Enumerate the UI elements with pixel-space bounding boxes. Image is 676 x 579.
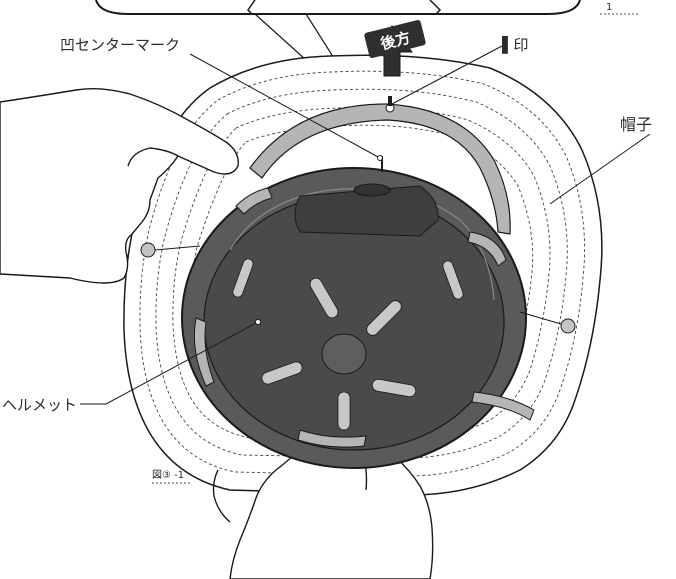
helmet-label: ヘルメット <box>2 396 77 414</box>
marker-dots <box>140 96 576 334</box>
pad-left <box>193 317 215 387</box>
pad-top-left <box>235 187 273 215</box>
pad-right <box>467 231 507 267</box>
helmet <box>181 103 535 469</box>
left-hand <box>0 87 239 284</box>
adjuster-dial <box>353 183 391 197</box>
figure-number: 図③ -1 <box>152 469 184 481</box>
pad-bottom-right <box>471 391 535 421</box>
rear-direction-arrow: 後方 <box>364 20 426 77</box>
pad-bottom-mid <box>297 429 367 448</box>
helmet-vents <box>232 258 464 431</box>
center-mark-label: 凹センターマーク <box>60 36 180 54</box>
hat-label: 帽子 <box>620 115 652 134</box>
corner-tag: 1 <box>606 2 612 13</box>
adjuster-block <box>294 185 439 237</box>
leader-lines <box>80 45 651 405</box>
i-mark-label: ▌印 <box>501 35 529 54</box>
top-inset-frame: 1 <box>95 0 640 15</box>
strap-band <box>249 103 511 235</box>
